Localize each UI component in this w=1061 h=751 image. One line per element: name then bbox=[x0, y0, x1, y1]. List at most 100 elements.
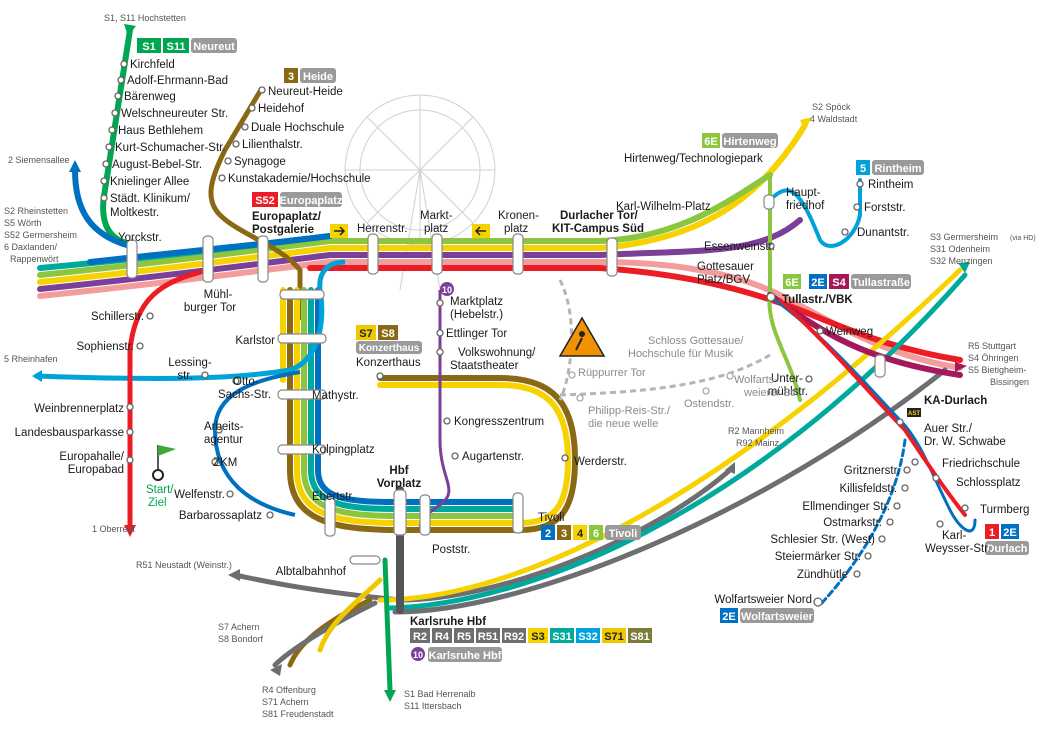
label-kronenplatz-1: Kronen- bbox=[498, 210, 539, 222]
label-konzerthaus: Konzerthaus bbox=[356, 357, 421, 369]
label-killisfeldstr: Killisfeldstr. bbox=[839, 483, 897, 495]
label-marktplatz-hebel-2: (Hebelstr.) bbox=[450, 309, 503, 321]
label-ziel: Ziel bbox=[148, 497, 167, 509]
hbf-badge-bg-s3 bbox=[528, 628, 548, 643]
label-start: Start/ bbox=[146, 484, 174, 496]
label-schloss-gottesaue-1: Schloss Gottesaue/ bbox=[648, 335, 744, 347]
stop-circles bbox=[100, 60, 969, 607]
construction-warning-icon bbox=[558, 316, 606, 357]
label-sophienstr: Sophienstr. bbox=[76, 341, 134, 353]
badge-s4: S4 bbox=[832, 277, 846, 289]
badge-3-heide-num: 3 bbox=[288, 71, 294, 83]
label-lessingstr-1: Lessing- bbox=[168, 357, 212, 369]
badge-s8: S8 bbox=[381, 328, 394, 340]
dest-spoeck-1: S2 Spöck bbox=[812, 102, 851, 112]
label-hbf-vorplatz-1: Hbf bbox=[389, 465, 408, 477]
badge-tullastrasse: Tullastraße bbox=[852, 277, 910, 289]
hbf-badge-s71: S71 bbox=[604, 631, 624, 643]
label-kronenplatz-2: platz bbox=[504, 223, 529, 235]
label-zkm: ZKM bbox=[213, 457, 237, 469]
dest-spoeck-2: 4 Waldstadt bbox=[810, 114, 858, 124]
label-dunantstr: Dunantstr. bbox=[857, 227, 909, 239]
label-august-bebel: August-Bebel-Str. bbox=[112, 159, 202, 171]
label-steiermaerker: Steiermärker Str. bbox=[775, 551, 861, 563]
label-essenweinstr: Essenweinstr. bbox=[704, 241, 775, 253]
gray-tracks bbox=[558, 279, 771, 401]
dest-herrenalb-2: S11 Ittersbach bbox=[404, 701, 461, 711]
dest-siemensallee: 2 Siemensallee bbox=[8, 155, 70, 165]
badge-6-tivoli: 6 bbox=[593, 528, 599, 540]
label-kirchfeld: Kirchfeld bbox=[130, 59, 175, 71]
badge-4-tivoli: 4 bbox=[577, 528, 584, 540]
hbf-badge-bg-r2 bbox=[410, 628, 430, 643]
label-lessingstr-2: str. bbox=[177, 370, 192, 382]
dest-herrenalb-1: S1 Bad Herrenalb bbox=[404, 689, 476, 699]
dest-odenheim: S31 Odenheim bbox=[930, 244, 990, 254]
label-landesbausparkasse: Landesbausparkasse bbox=[15, 427, 124, 439]
label-gottesauer-2: Platz/BGV bbox=[697, 274, 750, 286]
dest-w-1: S2 Rheinstetten bbox=[4, 206, 68, 216]
dest-menzingen: S32 Menzingen bbox=[930, 256, 993, 266]
label-schloss-gottesaue-2: Hochschule für Musik bbox=[628, 348, 734, 360]
dest-offenburg-1: R4 Offenburg bbox=[262, 685, 316, 695]
hbf-badge-r5: R5 bbox=[457, 631, 471, 643]
badge-3-tivoli: 3 bbox=[561, 528, 567, 540]
label-lilienthalstr: Lilienthalstr. bbox=[242, 139, 303, 151]
interchange-arrow-icons bbox=[330, 224, 490, 238]
label-europaplatz-2: Postgalerie bbox=[252, 224, 314, 236]
gray-labels: Schloss Gottesaue/ Hochschule für Musik … bbox=[578, 335, 800, 430]
label-tullastr-vbk: Tullastr./VBK bbox=[782, 294, 853, 306]
badge-wolfartsweier: Wolfartsweier bbox=[741, 611, 814, 623]
badge-6e-hirtenweg: 6E bbox=[704, 136, 717, 148]
label-friedrichschule: Friedrichschule bbox=[942, 458, 1020, 470]
label-kolpingplatz: Kolpingplatz bbox=[312, 444, 375, 456]
label-wolfartsweierer-2: weierer Str. bbox=[743, 387, 800, 399]
label-turmberg: Turmberg bbox=[980, 504, 1029, 516]
label-schillerstr: Schillerstr. bbox=[91, 311, 144, 323]
label-karl-wilhelm-platz: Karl-Wilhelm-Platz bbox=[616, 201, 711, 213]
label-karlstor: Karlstor bbox=[235, 335, 275, 347]
line-end-arrows bbox=[32, 24, 970, 702]
label-welschneureuter: Welschneureuter Str. bbox=[121, 108, 228, 120]
label-ellmendinger: Ellmendinger Str. bbox=[802, 501, 890, 513]
badge-ast: AST bbox=[908, 411, 920, 417]
dest-offenburg-2: S71 Achern bbox=[262, 697, 309, 707]
label-tivoli: Tivoli bbox=[538, 512, 564, 524]
label-rueppurrer-tor: Rüppurrer Tor bbox=[578, 367, 646, 379]
badge-2e-durlach: 2E bbox=[1003, 527, 1016, 539]
label-hauptfriedhof-1: Haupt- bbox=[786, 187, 821, 199]
hbf-badge-bg-s81 bbox=[628, 628, 652, 643]
dest-achern-1: S7 Achern bbox=[218, 622, 260, 632]
hbf-badge-bg-s32 bbox=[576, 628, 600, 643]
label-wolfartsweier-nord: Wolfartsweier Nord bbox=[714, 594, 812, 606]
hbf-badge-bg-r5 bbox=[454, 628, 474, 643]
label-auer-str-1: Auer Str./ bbox=[924, 423, 973, 435]
label-hauptfriedhof-2: friedhof bbox=[786, 200, 825, 212]
label-marktplatz-1: Markt- bbox=[420, 210, 453, 222]
label-ebertstr: Ebertstr. bbox=[312, 491, 355, 503]
dest-w-2: S5 Wörth bbox=[4, 218, 42, 228]
hbf-badge-bg-r51 bbox=[476, 628, 500, 643]
hbf-badge-bg-s31 bbox=[550, 628, 574, 643]
dest-mannheim-1: R2 Mannheim bbox=[728, 426, 784, 436]
label-europaplatz-1: Europaplatz/ bbox=[252, 211, 322, 223]
label-ostmarkstr: Ostmarkstr. bbox=[823, 517, 882, 529]
label-volkswohnung-1: Volkswohnung/ bbox=[458, 347, 536, 359]
label-marktplatz-hebel-1: Marktplatz bbox=[450, 296, 503, 308]
badge-1-durlach: 1 bbox=[989, 527, 995, 539]
label-poststr: Poststr. bbox=[432, 544, 470, 556]
destination-labels: S1, S11 Hochstetten 2 Siemensallee S2 Rh… bbox=[4, 13, 1036, 719]
label-marktplatz-2: platz bbox=[424, 223, 449, 235]
label-otto-sachs-1: Otto- bbox=[233, 376, 259, 388]
badge-durlach: Durlach bbox=[987, 543, 1028, 555]
label-duale-hochschule: Duale Hochschule bbox=[251, 122, 344, 134]
dest-neustadt: R51 Neustadt (Weinstr.) bbox=[136, 560, 232, 570]
hbf-badge-bg-r92 bbox=[502, 628, 526, 643]
label-mathystr: Mathystr. bbox=[312, 390, 359, 402]
badge-2-tivoli: 2 bbox=[545, 528, 551, 540]
label-wolfartsweierer-1: Wolfarts- bbox=[734, 374, 778, 386]
label-klinikum-1: Städt. Klinikum/ bbox=[110, 193, 191, 205]
